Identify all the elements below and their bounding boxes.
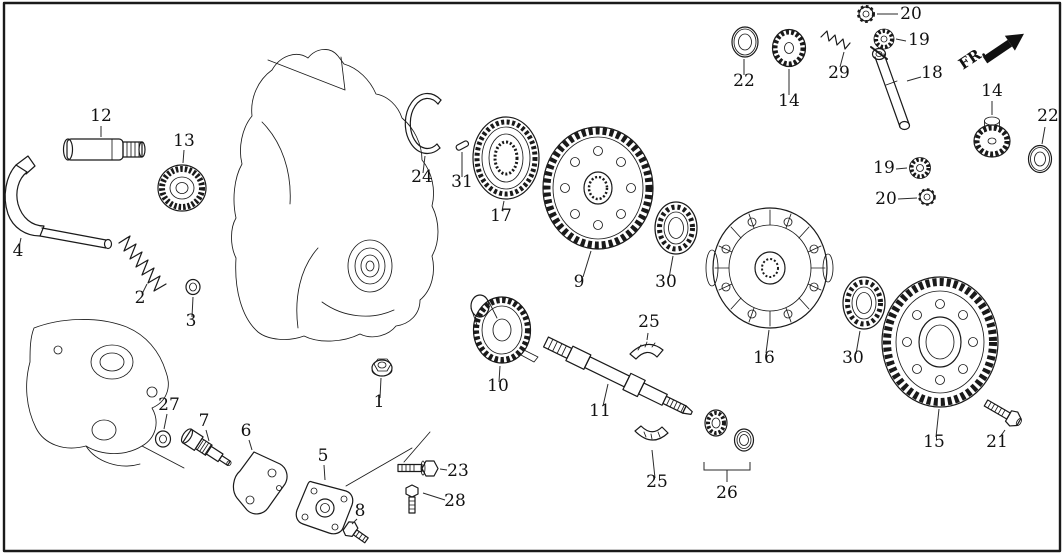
callout-14-top: 14 <box>778 91 800 111</box>
part-20-nut-right <box>918 188 936 206</box>
callout-14-right: 14 <box>981 81 1003 101</box>
part-8-bolt <box>342 521 369 544</box>
part-9-gear <box>542 126 654 250</box>
callout-10: 10 <box>487 376 509 396</box>
callout-17: 17 <box>490 206 512 226</box>
part-14-bevel-gear-top <box>771 28 807 68</box>
callout-29: 29 <box>828 63 850 83</box>
callout-4: 4 <box>13 241 24 261</box>
part-19-gear-top <box>873 28 895 50</box>
callout-27: 27 <box>158 395 180 415</box>
callout-25-top: 25 <box>638 312 660 332</box>
callout-8: 8 <box>355 501 366 521</box>
callout-20-top: 20 <box>900 4 922 24</box>
part-19-gear-right <box>909 157 931 179</box>
part-17-splined-hub <box>472 116 540 200</box>
part-7-sensor <box>180 428 232 467</box>
fr-label: FR. <box>955 43 989 74</box>
part-13-coupling <box>157 164 207 212</box>
part-26-bearing-set <box>704 409 755 452</box>
callout-5: 5 <box>318 446 329 466</box>
callout-31: 31 <box>451 172 473 192</box>
part-27-o-ring <box>154 430 172 448</box>
callout-13: 13 <box>173 131 195 151</box>
callout-23: 23 <box>447 461 469 481</box>
callout-12: 12 <box>90 106 112 126</box>
mount-bracket-outline <box>26 319 185 469</box>
part-3-ring <box>185 278 201 296</box>
part-14-gear-right <box>973 116 1011 158</box>
callout-18: 18 <box>921 63 943 83</box>
callout-labels: 20 19 22 14 29 18 14 22 19 20 12 13 4 2 … <box>13 4 1059 521</box>
callout-21: 21 <box>986 432 1008 452</box>
callout-1: 1 <box>374 392 385 412</box>
part-25-bearing-half-top <box>629 341 664 360</box>
callout-7: 7 <box>199 411 210 431</box>
callout-30-right: 30 <box>842 348 864 368</box>
fr-direction-indicator: FR. <box>955 33 1024 74</box>
callout-6: 6 <box>241 421 252 441</box>
part-20-nut-top <box>857 5 875 23</box>
construction-lines <box>267 56 431 487</box>
callout-28: 28 <box>444 491 466 511</box>
callout-22-right: 22 <box>1037 106 1059 126</box>
callout-26: 26 <box>716 483 738 503</box>
fr-arrow-icon <box>982 33 1024 64</box>
part-22-washer-right <box>1027 144 1053 174</box>
part-22-washer-top <box>731 26 759 58</box>
part-18-spindle-shaft <box>870 46 911 131</box>
part-1-flange-nut <box>371 358 393 377</box>
part-31-pin <box>455 140 470 151</box>
callout-19-top: 19 <box>908 30 930 50</box>
part-30-bearing-right <box>842 276 886 330</box>
part-21-bolt <box>983 399 1022 427</box>
part-15-ring-gear <box>881 276 999 408</box>
callout-3: 3 <box>186 311 197 331</box>
transmission-case-outline <box>231 49 439 342</box>
callout-22-top: 22 <box>733 71 755 91</box>
part-28-bolt <box>405 484 419 514</box>
part-2-spring <box>118 235 167 292</box>
callout-16: 16 <box>753 348 775 368</box>
part-30-bearing-left <box>654 201 698 255</box>
part-12-shaft <box>62 138 146 161</box>
part-25-bearing-half-bottom <box>634 425 669 441</box>
callout-11: 11 <box>589 401 611 421</box>
callout-15: 15 <box>923 432 945 452</box>
part-29-spring-pin <box>820 30 851 50</box>
callout-24: 24 <box>411 167 433 187</box>
part-4-shift-fork <box>4 155 113 250</box>
callout-25-bottom: 25 <box>646 472 668 492</box>
callout-30-left: 30 <box>655 272 677 292</box>
part-11-mainshaft <box>542 336 693 415</box>
part-24-snap-ring <box>404 92 442 155</box>
part-23-bolt <box>397 460 439 477</box>
callout-2: 2 <box>135 288 146 308</box>
part-16-differential <box>705 207 834 329</box>
callout-9: 9 <box>574 272 585 292</box>
part-6-bracket <box>232 451 288 515</box>
part-5-cover-plate <box>295 480 354 535</box>
callout-20-right: 20 <box>875 189 897 209</box>
leader-lines <box>18 13 1046 525</box>
part-10-gear <box>470 294 539 364</box>
callout-19-right: 19 <box>873 158 895 178</box>
